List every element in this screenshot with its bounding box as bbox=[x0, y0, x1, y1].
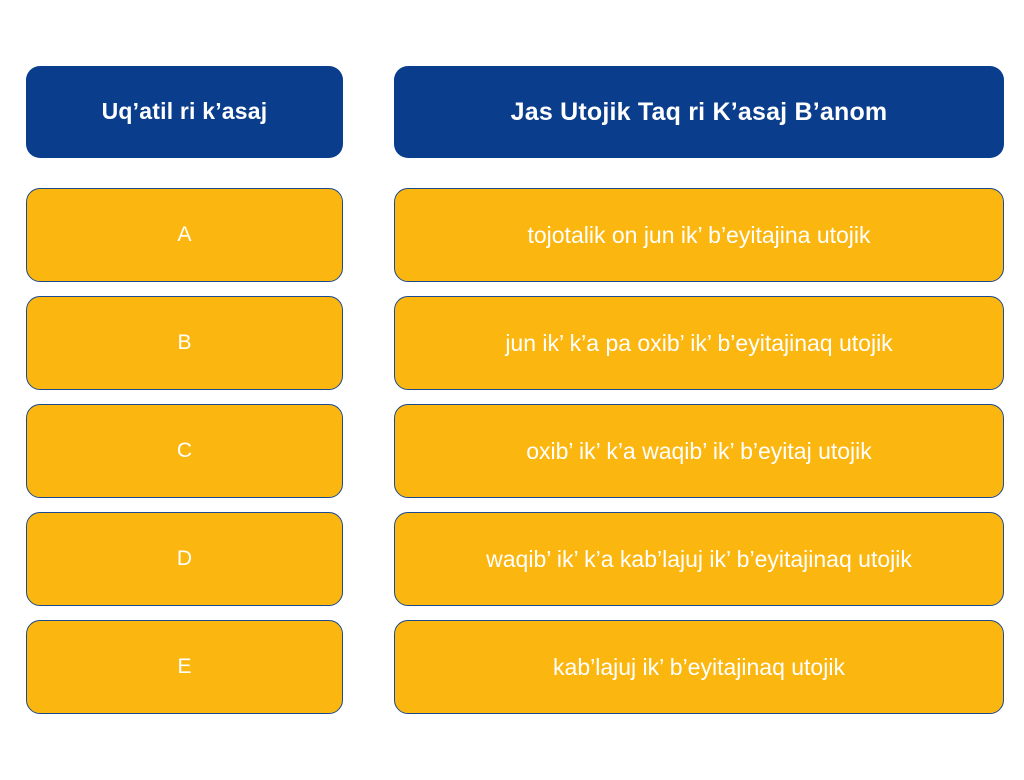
left-cell-c[interactable]: C bbox=[26, 404, 343, 498]
left-column-header: Uq’atil ri k’asaj bbox=[26, 66, 343, 158]
right-cell-4[interactable]: waqib’ ik’ k’a kab’lajuj ik’ b’eyitajina… bbox=[394, 512, 1004, 606]
left-cell-d[interactable]: D bbox=[26, 512, 343, 606]
right-cell-2-label: jun ik’ k’a pa oxib’ ik’ b’eyitajinaq ut… bbox=[505, 329, 893, 356]
left-cell-c-label: C bbox=[176, 438, 193, 462]
right-cell-5[interactable]: kab’lajuj ik’ b’eyitajinaq utojik bbox=[394, 620, 1004, 714]
right-cell-5-label: kab’lajuj ik’ b’eyitajinaq utojik bbox=[553, 653, 845, 680]
left-column: Uq’atil ri k’asaj A B C D E bbox=[26, 66, 343, 728]
right-column-header: Jas Utojik Taq ri K’asaj B’anom bbox=[394, 66, 1004, 158]
left-cell-e-label: E bbox=[177, 654, 192, 678]
left-column-header-label: Uq’atil ri k’asaj bbox=[101, 98, 268, 125]
left-cell-d-label: D bbox=[176, 546, 193, 570]
right-cell-1[interactable]: tojotalik on jun ik’ b’eyitajina utojik bbox=[394, 188, 1004, 282]
right-column-cell-list: tojotalik on jun ik’ b’eyitajina utojik … bbox=[394, 188, 1004, 714]
right-cell-1-label: tojotalik on jun ik’ b’eyitajina utojik bbox=[527, 221, 871, 248]
right-column: Jas Utojik Taq ri K’asaj B’anom tojotali… bbox=[394, 66, 1004, 728]
left-cell-a[interactable]: A bbox=[26, 188, 343, 282]
right-cell-4-label: waqib’ ik’ k’a kab’lajuj ik’ b’eyitajina… bbox=[486, 545, 912, 572]
right-column-header-label: Jas Utojik Taq ri K’asaj B’anom bbox=[510, 98, 888, 126]
left-cell-e[interactable]: E bbox=[26, 620, 343, 714]
left-cell-b-label: B bbox=[177, 330, 192, 354]
left-cell-b[interactable]: B bbox=[26, 296, 343, 390]
left-column-cell-list: A B C D E bbox=[26, 188, 343, 714]
right-cell-3[interactable]: oxib’ ik’ k’a waqib’ ik’ b’eyitaj utojik bbox=[394, 404, 1004, 498]
right-cell-3-label: oxib’ ik’ k’a waqib’ ik’ b’eyitaj utojik bbox=[526, 437, 872, 464]
right-cell-2[interactable]: jun ik’ k’a pa oxib’ ik’ b’eyitajinaq ut… bbox=[394, 296, 1004, 390]
left-cell-a-label: A bbox=[177, 222, 192, 246]
